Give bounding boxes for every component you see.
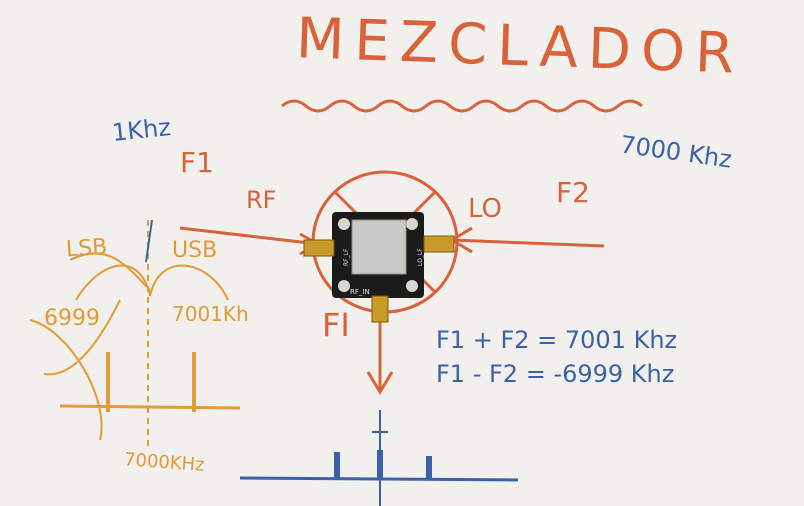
lsb-usb-arc — [76, 266, 228, 300]
board-hole-br — [406, 280, 418, 292]
bottom-usb-bar — [426, 456, 432, 478]
lo-port-label: LO — [468, 194, 502, 224]
bottom-lsb-bar — [334, 452, 340, 478]
lsb-label: LSB — [65, 235, 108, 263]
board-label-rf: RF_LF — [343, 248, 350, 266]
usb-label: USB — [172, 238, 217, 263]
board-hole-bl — [338, 280, 350, 292]
lo-input-line — [452, 240, 604, 246]
f1-label: F1 — [180, 146, 214, 179]
board-hole-tr — [406, 218, 418, 230]
left-spectrum-axis — [60, 406, 240, 408]
rf-shield-can — [352, 220, 406, 274]
board-label-lo: LO_LF — [417, 248, 424, 266]
sma-rf-connector — [304, 240, 334, 256]
f2-label: F2 — [556, 176, 590, 209]
difference-equation: F1 - F2 = -6999 Khz — [436, 360, 674, 388]
rf-port-label: RF — [246, 186, 276, 214]
upper-sideband-label: 7001Kh — [172, 302, 249, 326]
board-label-if: RF_IN — [350, 288, 370, 296]
bottom-center-bar — [377, 450, 383, 478]
title-underline — [282, 101, 642, 111]
sma-if-connector — [372, 296, 388, 322]
fi-port-label: FI — [322, 306, 350, 344]
lower-sideband-label: 6999 — [44, 306, 100, 331]
sum-equation: F1 + F2 = 7001 Khz — [436, 326, 677, 354]
board-hole-tl — [338, 218, 350, 230]
sma-lo-connector — [424, 236, 454, 252]
